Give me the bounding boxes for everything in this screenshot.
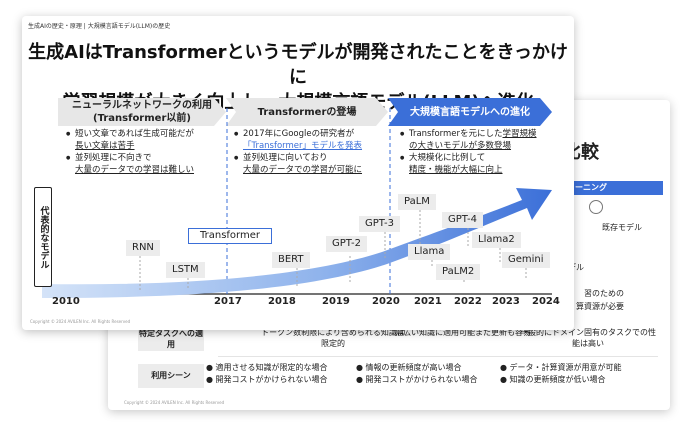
front-slide-footer: Copyright © 2024 AVILEN Inc. All Rights …	[30, 319, 131, 324]
phase-2-line1: Transformerの登場	[257, 106, 357, 118]
usage-cell-2b: ● 開発コストがかけられない場合	[356, 375, 478, 384]
representative-models-label: 代表的なモデル	[34, 187, 52, 287]
model-llama2: Llama2	[472, 232, 521, 248]
year-2021: 2021	[414, 296, 442, 307]
phase-1-line2: (Transformer以前)	[93, 113, 191, 124]
model-bert: BERT	[272, 252, 310, 268]
model-transformer: Transformer	[188, 228, 272, 244]
model-gpt2: GPT-2	[326, 236, 367, 252]
model-llama: Llama	[408, 244, 451, 260]
model-palm: PaLM	[398, 194, 436, 210]
model-lstm: LSTM	[166, 262, 205, 278]
breadcrumb: 生成AIの歴史・原理 | 大規模言語モデル(LLM)の歴史	[28, 23, 171, 30]
year-2019: 2019	[322, 296, 350, 307]
usage-cell-3a: ● データ・計算資源が用意が可能	[500, 363, 622, 372]
year-2024: 2024	[532, 296, 560, 307]
slide-title-line1: 生成AIはTransformerというモデルが開発されたことをきっかけに	[28, 42, 568, 88]
year-2022: 2022	[454, 296, 482, 307]
phase-1-line1: ニューラルネットワークの利用	[72, 100, 212, 111]
year-2023: 2023	[492, 296, 520, 307]
phase-header-transformer: Transformerの登場	[226, 98, 388, 126]
usage-cell-1a: ● 適用させる知識が限定的な場合	[206, 363, 328, 372]
timeline-graphic	[42, 108, 552, 298]
model-rnn: RNN	[126, 240, 160, 256]
model-icon	[589, 200, 603, 214]
model-fragment: デル	[568, 263, 584, 272]
phase-header-neural-network: ニューラルネットワークの利用 (Transformer以前)	[58, 98, 226, 126]
back-slide-footer: Copyright © 2024 AVILEN Inc. All Rights …	[124, 400, 225, 405]
year-2010: 2010	[52, 296, 80, 307]
fine-tuning-pill: ューニング	[563, 181, 663, 195]
task-cell-3: 一般的にドメイン固有のタスクでの性能は高い	[520, 328, 656, 348]
year-2018: 2018	[268, 296, 296, 307]
year-2020: 2020	[372, 296, 400, 307]
task-cell-1: トークン数制限により含められる知識は限定的	[261, 328, 405, 348]
phase-2-bullets: 2017年にGoogleの研究者が「Transformer」モデルを発表 並列処…	[234, 128, 362, 176]
model-palm2: PaLM2	[436, 264, 481, 280]
usage-cell-1b: ● 開発コストがかけられない場合	[206, 375, 328, 384]
task-cell-2: 幅広い知識に適用可能また更新も容易	[395, 328, 531, 337]
requirement-fragment-1: 習のための	[584, 289, 624, 298]
usage-cell-2a: ● 情報の更新頻度が高い場合	[356, 363, 462, 372]
front-slide: 生成AIの歴史・原理 | 大規模言語モデル(LLM)の歴史 生成AIはTrans…	[22, 16, 574, 330]
table-divider	[218, 356, 658, 357]
model-gpt4: GPT-4	[442, 212, 483, 228]
existing-model-caption: 既存モデル	[602, 223, 642, 232]
model-gpt3: GPT-3	[359, 216, 400, 232]
phase-3-line1: 大規模言語モデルへの進化	[410, 106, 530, 118]
row-label-task: 特定タスクへの適用	[138, 327, 204, 351]
row-label-usage: 利用シーン	[138, 364, 204, 388]
year-2017: 2017	[214, 296, 242, 307]
usage-cell-3b: ● 知識の更新頻度が低い場合	[500, 375, 606, 384]
model-gemini: Gemini	[502, 252, 550, 268]
requirement-fragment-2: 算資源が必要	[576, 302, 624, 311]
phase-2-bullet-1: 2017年にGoogleの研究者が「Transformer」モデルを発表	[234, 128, 362, 152]
phase-header-llm: 大規模言語モデルへの進化	[388, 98, 552, 126]
model-tick-lines	[139, 210, 527, 290]
